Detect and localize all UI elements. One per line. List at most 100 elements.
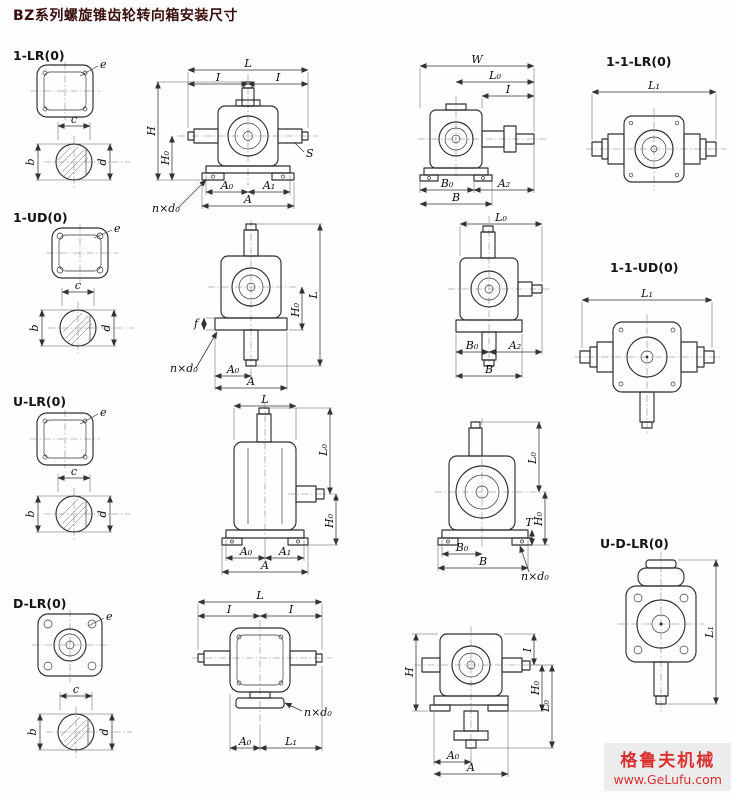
flange-outline bbox=[51, 227, 113, 279]
flange-face-figure-1: e bbox=[30, 58, 107, 120]
centerlines bbox=[448, 216, 552, 366]
page-title: BZ系列螺旋锥齿轮转向箱安装尺寸 bbox=[13, 8, 238, 24]
centerlines bbox=[46, 224, 118, 282]
dim-label-W: W bbox=[471, 53, 484, 66]
centerlines bbox=[178, 74, 318, 186]
gearbox-outline bbox=[625, 559, 697, 705]
dim-label-I: I bbox=[521, 647, 534, 653]
dim-label-L0: L₀ bbox=[494, 211, 507, 224]
dim-label-e: e bbox=[100, 406, 107, 419]
dim-label-f: f bbox=[193, 317, 200, 330]
dim-label-A: A bbox=[243, 193, 252, 206]
dim-label-nxd0: n×d₀ bbox=[152, 202, 180, 215]
dim-label-B0: B₀ bbox=[465, 339, 479, 352]
dimensions: L₀ T H₀ B₀ B n×d₀ bbox=[437, 421, 549, 583]
section-label-1-ud: 1-UD(0) bbox=[13, 210, 68, 225]
watermark: 格鲁夫机械 www.GeLufu.com bbox=[604, 743, 731, 791]
dimensions: L I I H H₀ S A₀ A₁ A n×d₀ bbox=[145, 57, 314, 215]
figure-u-lr-front-view: L L₀ H₀ A₀ A₁ A bbox=[221, 393, 339, 575]
dim-label-I: I bbox=[505, 83, 511, 96]
dim-label-nxd0: n×d₀ bbox=[304, 706, 332, 719]
dim-label-H0: H₀ bbox=[529, 680, 542, 696]
gearbox-outline bbox=[421, 633, 531, 749]
dim-label-T: T bbox=[525, 516, 534, 529]
dimensions: L₁ bbox=[668, 559, 719, 705]
dim-label-B0: B₀ bbox=[455, 541, 469, 554]
gearbox-outline bbox=[187, 81, 309, 181]
dim-label-L1: L₁ bbox=[647, 79, 660, 92]
gearbox-outline bbox=[197, 627, 323, 709]
dim-label-A0: A₀ bbox=[226, 363, 240, 376]
dimensions: L H₀ f A₀ A n×d₀ bbox=[170, 223, 323, 391]
dim-label-L0: L₀ bbox=[539, 700, 552, 713]
section-label-u-lr: U-LR(0) bbox=[13, 394, 67, 409]
dim-label-L1: L₁ bbox=[703, 626, 716, 639]
dim-label-H0: H₀ bbox=[532, 511, 545, 527]
centerlines bbox=[414, 626, 540, 754]
dim-label-L0: L₀ bbox=[526, 452, 539, 465]
section-label-1-lr: 1-LR(0) bbox=[13, 48, 65, 63]
dim-label-L: L bbox=[260, 393, 268, 406]
dim-label-c: c bbox=[71, 465, 77, 478]
dimensions: L₀ B₀ A₂ B bbox=[455, 211, 543, 379]
dim-label-I: I bbox=[215, 71, 221, 84]
dim-label-B: B bbox=[451, 191, 460, 204]
dimensions: H I H₀ L₀ A₀ A bbox=[403, 633, 555, 777]
dim-label-d: d bbox=[96, 158, 109, 165]
dim-label-L1: L₁ bbox=[640, 287, 653, 300]
flange-outline bbox=[36, 412, 99, 466]
centerlines bbox=[418, 96, 548, 178]
dim-label-b: b bbox=[24, 510, 37, 517]
dim-label-nxd0: n×d₀ bbox=[170, 362, 198, 375]
shaft-section-figure-4: c b d bbox=[26, 683, 132, 760]
gearbox-outline bbox=[455, 225, 543, 367]
section-label-u-d-lr: U-D-LR(0) bbox=[600, 536, 669, 551]
section-label-1-1-lr: 1-1-LR(0) bbox=[606, 54, 672, 69]
shaft-section-figure-2: c b d bbox=[28, 279, 134, 356]
dim-label-A0: A₀ bbox=[220, 179, 234, 192]
figure-1-1-ud: L₁ bbox=[574, 287, 722, 434]
b-d-dimensions: b d bbox=[26, 713, 115, 751]
flange-outline bbox=[37, 613, 105, 677]
c-dimension: c bbox=[57, 113, 91, 140]
shaft-section-figure-1: c b d bbox=[24, 113, 130, 190]
dim-label-I: I bbox=[275, 71, 281, 84]
dim-label-I: I bbox=[226, 603, 232, 616]
gearbox-outline bbox=[591, 115, 717, 183]
watermark-brand: 格鲁夫机械 bbox=[620, 751, 716, 771]
figure-1-ud-front-view: L H₀ f A₀ A n×d₀ bbox=[170, 220, 323, 391]
dimensions: W L₀ I B₀ A₂ B bbox=[419, 53, 535, 207]
dim-label-H: H bbox=[145, 126, 158, 137]
figure-1-lr-front-view: L I I H H₀ S A₀ A₁ A n×d₀ bbox=[145, 57, 318, 215]
dim-label-e: e bbox=[106, 610, 113, 623]
centerlines bbox=[30, 62, 100, 120]
centerlines bbox=[435, 418, 547, 548]
dim-label-B0: B₀ bbox=[440, 177, 454, 190]
dim-label-S: S bbox=[306, 147, 314, 160]
figure-d-side-view: H I H₀ L₀ A₀ A bbox=[403, 626, 555, 777]
dim-label-H0: H₀ bbox=[159, 150, 172, 166]
dimensions: L₁ bbox=[591, 79, 717, 140]
dim-label-d: d bbox=[96, 510, 109, 517]
dim-label-A0: A₀ bbox=[239, 545, 253, 558]
flange-face-figure-2: e bbox=[46, 222, 121, 282]
b-d-dimensions: b d bbox=[28, 309, 117, 347]
dim-label-H: H bbox=[403, 667, 416, 678]
dim-label-A: A bbox=[466, 761, 475, 774]
figure-1-1-lr: L₁ bbox=[586, 79, 726, 190]
dim-label-L0: L₀ bbox=[488, 69, 501, 82]
dim-label-b: b bbox=[28, 324, 41, 331]
centerlines bbox=[44, 136, 130, 190]
centerlines bbox=[46, 706, 132, 760]
dim-label-A2: A₂ bbox=[508, 339, 521, 352]
flange-face-figure-3: e bbox=[30, 406, 107, 468]
c-dimension: c bbox=[57, 465, 91, 492]
figure-u-side-view: L₀ T H₀ B₀ B n×d₀ bbox=[435, 418, 549, 583]
centerlines bbox=[586, 108, 726, 190]
dimensions: L I I n×d₀ A₀ L₁ bbox=[197, 589, 332, 751]
gearbox-outline bbox=[419, 103, 535, 182]
dim-label-A2: A₂ bbox=[497, 177, 510, 190]
dim-label-H0: H₀ bbox=[289, 302, 302, 318]
figure-d-lr-front-view: L I I n×d₀ A₀ L₁ bbox=[192, 589, 332, 751]
